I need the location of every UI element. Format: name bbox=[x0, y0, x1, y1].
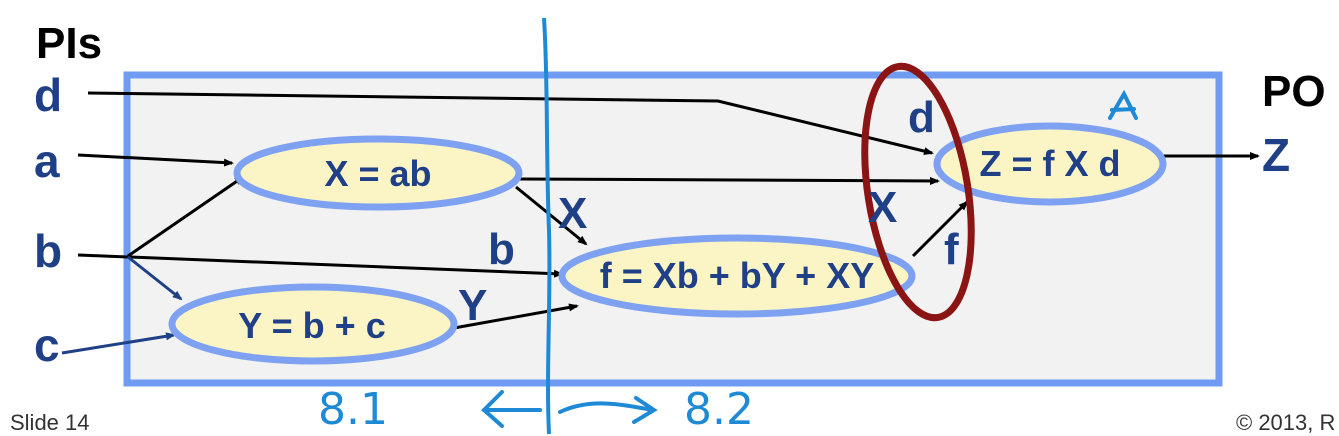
node-f-label: f = Xb + bY + XY bbox=[599, 255, 875, 296]
input-b: b bbox=[34, 225, 63, 277]
right-arrow-mark bbox=[558, 396, 658, 424]
output-z: Z bbox=[1262, 129, 1291, 181]
wire-a-to-x bbox=[77, 153, 234, 167]
copyright-text: © 2013, R bbox=[1236, 410, 1336, 435]
node-z-ellipse bbox=[933, 122, 1167, 206]
wire-d-to-z bbox=[87, 91, 934, 155]
scribble-mark bbox=[1108, 89, 1138, 120]
wire-label-y-to-f: Y bbox=[458, 281, 488, 330]
input-c: c bbox=[34, 319, 60, 371]
slide-number: Slide 14 bbox=[10, 410, 90, 435]
annotation-right-number: 8.2 bbox=[684, 384, 754, 435]
node-y-ellipse bbox=[168, 283, 458, 365]
annotation-left-number: 8.1 bbox=[318, 384, 388, 435]
wire-label-x-to-f: X bbox=[558, 189, 588, 238]
po-header: PO bbox=[1262, 67, 1326, 116]
wire-f-to-z bbox=[911, 200, 969, 258]
wire-y-to-f bbox=[453, 303, 579, 330]
wire-x-to-f bbox=[515, 185, 588, 246]
wire-b-to-f bbox=[77, 253, 564, 278]
wire-label-d-to-z: d bbox=[908, 93, 935, 142]
wire-b-to-x bbox=[127, 175, 245, 258]
node-z-label: Z = f X d bbox=[979, 143, 1121, 184]
pis-header: PIs bbox=[36, 19, 103, 68]
node-x-label: X = ab bbox=[324, 153, 432, 194]
node-f-ellipse bbox=[558, 234, 916, 318]
cut-line bbox=[542, 17, 552, 435]
cut-ellipse bbox=[861, 62, 975, 322]
input-a: a bbox=[34, 135, 60, 187]
node-y-label: Y = b + c bbox=[238, 305, 386, 346]
wire-label-x-to-z: X bbox=[868, 183, 898, 232]
wire-label-f-to-z: f bbox=[944, 225, 959, 274]
node-x-ellipse bbox=[233, 135, 523, 211]
left-arrow-mark bbox=[481, 390, 542, 428]
wire-b-to-y bbox=[127, 255, 183, 301]
wire-label-b-to-f: b bbox=[488, 225, 515, 274]
wire-x-to-z bbox=[519, 176, 940, 185]
input-d: d bbox=[34, 69, 63, 121]
wire-c-to-y bbox=[61, 332, 176, 355]
